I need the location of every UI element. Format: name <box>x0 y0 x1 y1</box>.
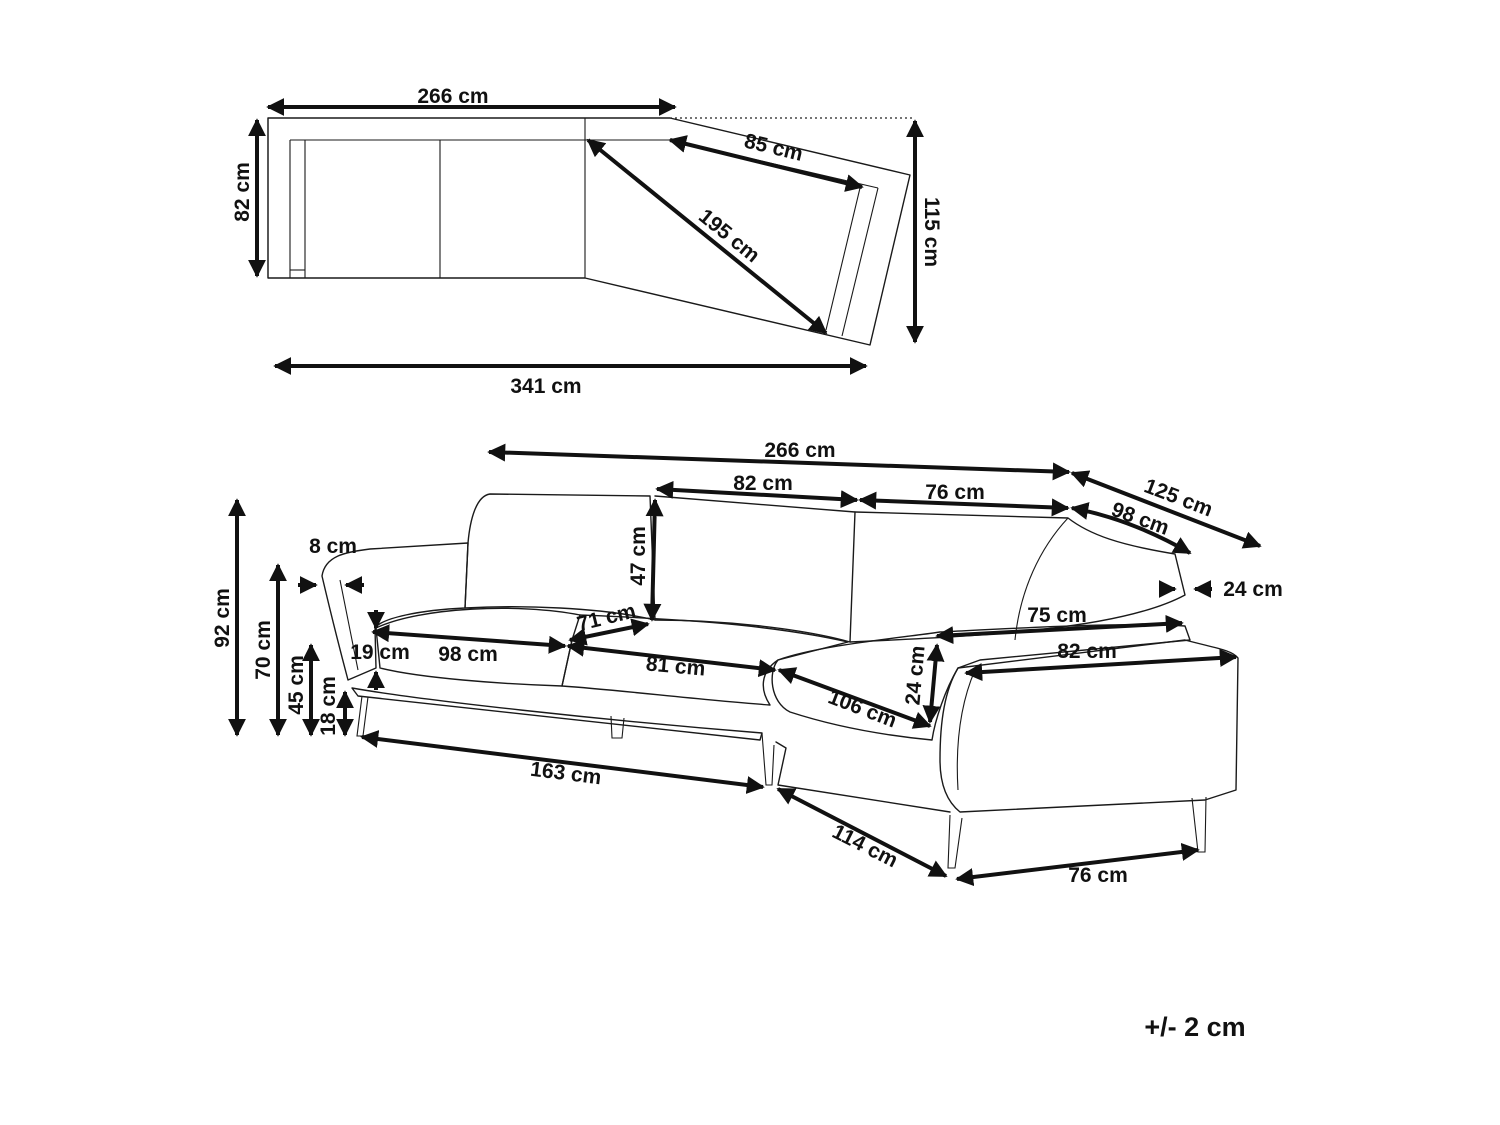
seat-width-1-label: 98 cm <box>438 643 498 666</box>
chaise-seat-width-label: 75 cm <box>1027 604 1087 627</box>
seat-width-2-label: 81 cm <box>645 652 706 680</box>
perspective-view: 266 cm 82 cm 76 cm 125 cm 98 cm 8 cm 92 … <box>211 439 1283 887</box>
arm-height-label: 70 cm <box>252 620 275 680</box>
seat-height-label: 45 cm <box>285 655 308 715</box>
back-seat-1-label: 82 cm <box>733 472 793 495</box>
arm-width-right-label: 24 cm <box>1223 578 1283 601</box>
base-corner-label: 114 cm <box>829 820 902 872</box>
base-length-label: 163 cm <box>529 758 603 790</box>
top-view-dimensions: 266 cm 82 cm 85 cm 195 cm 115 cm 341 cm <box>231 85 943 398</box>
top-view: 266 cm 82 cm 85 cm 195 cm 115 cm 341 cm <box>231 85 943 398</box>
top-view-outline <box>267 117 912 346</box>
backrest-height-label: 47 cm <box>627 526 650 586</box>
arm-width-left-label: 8 cm <box>309 535 357 558</box>
back-seat-2-label: 76 cm <box>925 481 985 504</box>
sofa-outline <box>321 493 1239 869</box>
chaise-inner-label: 98 cm <box>1108 498 1172 540</box>
perspective-dimensions: 266 cm 82 cm 76 cm 125 cm 98 cm 8 cm 92 … <box>211 439 1283 887</box>
top-total-width-label: 341 cm <box>510 375 581 398</box>
base-chaise-label: 76 cm <box>1068 864 1128 887</box>
top-width-label: 266 cm <box>417 85 488 108</box>
cushion-thickness-label: 19 cm <box>350 641 410 664</box>
top-depth-right-label: 115 cm <box>920 197 943 267</box>
total-length-label: 266 cm <box>764 439 835 462</box>
top-depth-left-label: 82 cm <box>231 162 254 222</box>
chaise-arm-length-label: 82 cm <box>1057 640 1117 663</box>
chaise-cushion-label: 24 cm <box>901 645 929 706</box>
total-height-label: 92 cm <box>211 588 234 648</box>
leg-height-label: 18 cm <box>317 676 340 736</box>
tolerance-note: +/- 2 cm <box>1144 1012 1245 1042</box>
